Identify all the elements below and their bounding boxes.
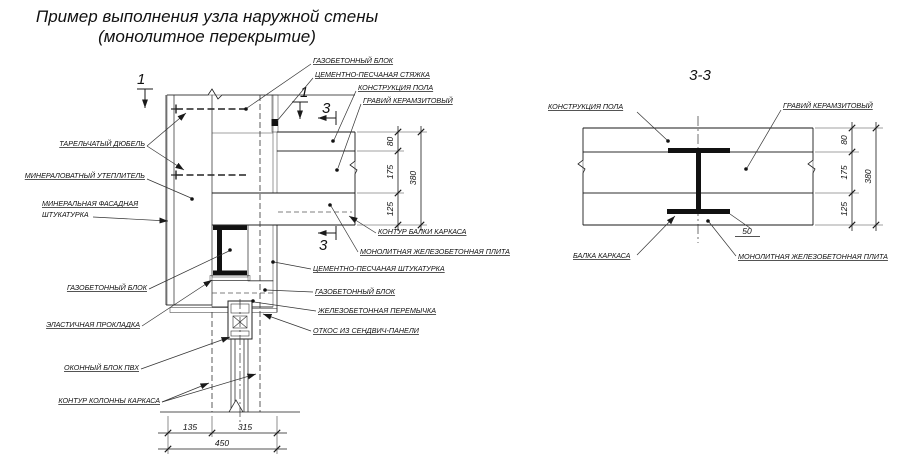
gas-block-beside-beam bbox=[247, 224, 274, 282]
callout-beam-contour: КОНТУР БАЛКИ КАРКАСА bbox=[348, 215, 467, 236]
screed-strip bbox=[271, 94, 279, 133]
section-3-3-title: 3-3 bbox=[689, 67, 711, 84]
steel-beam-section bbox=[213, 225, 247, 275]
callout-label: ШТУКАТУРКА bbox=[42, 210, 89, 219]
callout-label: МИНЕРАЛЬНАЯ ФАСАДНАЯ bbox=[42, 199, 138, 208]
section-mark-3-top: 3 bbox=[318, 100, 337, 125]
drawing-title: Пример выполнения узла наружной стены (м… bbox=[36, 7, 379, 46]
elastic-gasket-strip bbox=[209, 275, 251, 281]
callout-screed: ЦЕМЕНТНО-ПЕСЧАНАЯ СТЯЖКА bbox=[276, 70, 430, 122]
callout-label: КОНСТРУКЦИЯ ПОЛА bbox=[548, 102, 623, 111]
callout-label: МОНОЛИТНАЯ ЖЕЛЕЗОБЕТОННАЯ ПЛИТА bbox=[738, 252, 888, 261]
section-3-numeral: 3 bbox=[322, 100, 331, 117]
section-3-3-view: 3-3 50 bbox=[548, 67, 888, 261]
dim-80-right: 80 bbox=[839, 135, 849, 145]
callout-interior-plaster: ЦЕМЕНТНО-ПЕСЧАНАЯ ШТУКАТУРКА bbox=[271, 260, 445, 273]
callout-monolithic-slab-33: МОНОЛИТНАЯ ЖЕЛЕЗОБЕТОННАЯ ПЛИТА bbox=[706, 219, 888, 261]
callout-facade-plaster: МИНЕРАЛЬНАЯ ФАСАДНАЯ ШТУКАТУРКА bbox=[42, 199, 169, 224]
title-line-1: Пример выполнения узла наружной стены bbox=[36, 7, 379, 26]
callout-label: ОКОННЫЙ БЛОК ПВХ bbox=[64, 363, 140, 372]
callout-monolithic-slab-left: МОНОЛИТНАЯ ЖЕЛЕЗОБЕТОННАЯ ПЛИТА bbox=[328, 203, 510, 256]
monolithic-slab-layer bbox=[211, 192, 356, 226]
callout-label: КОНТУР КОЛОННЫ КАРКАСА bbox=[58, 396, 160, 405]
callout-gravel-left: ГРАВИЙ КЕРАМЗИТОВЫЙ bbox=[335, 96, 454, 172]
callout-gas-block-lintel: ГАЗОБЕТОННЫЙ БЛОК bbox=[263, 287, 396, 296]
callout-label: ГРАВИЙ КЕРАМЗИТОВЫЙ bbox=[783, 101, 874, 110]
dim-315: 315 bbox=[238, 422, 252, 432]
dim-380-left: 380 bbox=[408, 171, 418, 185]
section-1-numeral: 1 bbox=[137, 71, 145, 88]
callout-label: ГАЗОБЕТОННЫЙ БЛОК bbox=[315, 287, 396, 296]
right-break-edge-33 bbox=[807, 128, 816, 225]
callout-label: ГАЗОБЕТОННЫЙ БЛОК bbox=[313, 56, 394, 65]
dim-125-right: 125 bbox=[839, 202, 849, 216]
dim-50: 50 bbox=[742, 226, 752, 236]
callout-gravel-33: ГРАВИЙ КЕРАМЗИТОВЫЙ bbox=[744, 101, 874, 171]
dim-175-left: 175 bbox=[385, 165, 395, 179]
callout-label: КОНСТРУКЦИЯ ПОЛА bbox=[358, 83, 433, 92]
callout-floor-construction-left: КОНСТРУКЦИЯ ПОЛА bbox=[331, 83, 433, 143]
callout-label: ТАРЕЛЬЧАТЫЙ ДЮБЕЛЬ bbox=[59, 139, 145, 148]
section-mark-1-left: 1 bbox=[137, 71, 153, 108]
left-break-edge-33 bbox=[577, 128, 586, 225]
dim-380-right: 380 bbox=[863, 169, 873, 183]
floor-dimensions-left-view: 80 175 125 380 bbox=[357, 126, 427, 231]
callout-label: ЦЕМЕНТНО-ПЕСЧАНАЯ ШТУКАТУРКА bbox=[313, 264, 445, 273]
bottom-dimensions: 135 315 450 bbox=[158, 416, 287, 454]
wall-node-view: 135 315 450 80 175 125 380 1 bbox=[25, 56, 510, 454]
callout-gas-block-top: ГАЗОБЕТОННЫЙ БЛОК bbox=[244, 56, 394, 111]
callout-label: КОНТУР БАЛКИ КАРКАСА bbox=[378, 227, 467, 236]
floor-finish-layer bbox=[276, 131, 356, 152]
callout-sandwich-slope: ОТКОС ИЗ СЕНДВИЧ-ПАНЕЛИ bbox=[262, 313, 420, 335]
callout-label: ЭЛАСТИЧНАЯ ПРОКЛАДКА bbox=[46, 320, 140, 329]
steel-beam-33 bbox=[667, 148, 730, 214]
section-mark-3-bottom: 3 bbox=[318, 226, 337, 254]
window-elevation-lines bbox=[230, 339, 249, 412]
dim-175-right: 175 bbox=[839, 165, 849, 179]
beam-offset-dimension: 50 bbox=[729, 213, 760, 237]
callout-label: БАЛКА КАРКАСА bbox=[573, 251, 631, 260]
section-mark-1-right: 1 bbox=[292, 84, 308, 119]
screed-callout-target bbox=[271, 119, 278, 126]
beam-recess bbox=[211, 224, 249, 278]
callout-label: ЦЕМЕНТНО-ПЕСЧАНАЯ СТЯЖКА bbox=[315, 70, 430, 79]
floor-break-edge bbox=[349, 132, 358, 225]
section-1-numeral: 1 bbox=[300, 84, 308, 101]
callout-label: ГРАВИЙ КЕРАМЗИТОВЫЙ bbox=[363, 96, 454, 105]
floor-dimensions-33: 80 175 125 380 bbox=[815, 122, 883, 231]
callout-plate-dowel: ТАРЕЛЬЧАТЫЙ ДЮБЕЛЬ bbox=[59, 112, 187, 171]
callout-rc-lintel: ЖЕЛЕЗОБЕТОННАЯ ПЕРЕМЫЧКА bbox=[251, 299, 436, 315]
callout-label: МИНЕРАЛОВАТНЫЙ УТЕПЛИТЕЛЬ bbox=[25, 171, 146, 180]
dim-135: 135 bbox=[183, 422, 197, 432]
window-break-mark bbox=[228, 399, 244, 413]
upper-break-line bbox=[167, 88, 355, 100]
callout-gas-block-mid-left: ГАЗОБЕТОННЫЙ БЛОК bbox=[67, 248, 232, 292]
callout-label: ЖЕЛЕЗОБЕТОННАЯ ПЕРЕМЫЧКА bbox=[317, 306, 436, 315]
callout-frame-beam: БАЛКА КАРКАСА bbox=[573, 215, 676, 260]
callout-mineral-wool: МИНЕРАЛОВАТНЫЙ УТЕПЛИТЕЛЬ bbox=[25, 171, 194, 201]
callout-pvc-window: ОКОННЫЙ БЛОК ПВХ bbox=[64, 336, 231, 372]
slope-sandwich-panel bbox=[169, 307, 229, 313]
title-line-2: (монолитное перекрытие) bbox=[98, 27, 316, 46]
interior-slope-strip bbox=[249, 308, 278, 313]
callout-floor-construction-33: КОНСТРУКЦИЯ ПОЛА bbox=[548, 102, 670, 143]
callout-label: ГАЗОБЕТОННЫЙ БЛОК bbox=[67, 283, 148, 292]
callout-elastic-gasket: ЭЛАСТИЧНАЯ ПРОКЛАДКА bbox=[46, 279, 213, 329]
dim-125-left: 125 bbox=[385, 202, 395, 216]
gravel-layer bbox=[276, 150, 356, 194]
section-3-numeral: 3 bbox=[319, 237, 328, 254]
callout-label: ОТКОС ИЗ СЕНДВИЧ-ПАНЕЛИ bbox=[313, 326, 420, 335]
callout-label: МОНОЛИТНАЯ ЖЕЛЕЗОБЕТОННАЯ ПЛИТА bbox=[360, 247, 510, 256]
callout-column-contour: КОНТУР КОЛОННЫ КАРКАСА bbox=[58, 373, 257, 405]
dim-80-left: 80 bbox=[385, 137, 395, 147]
dim-450: 450 bbox=[215, 438, 229, 448]
